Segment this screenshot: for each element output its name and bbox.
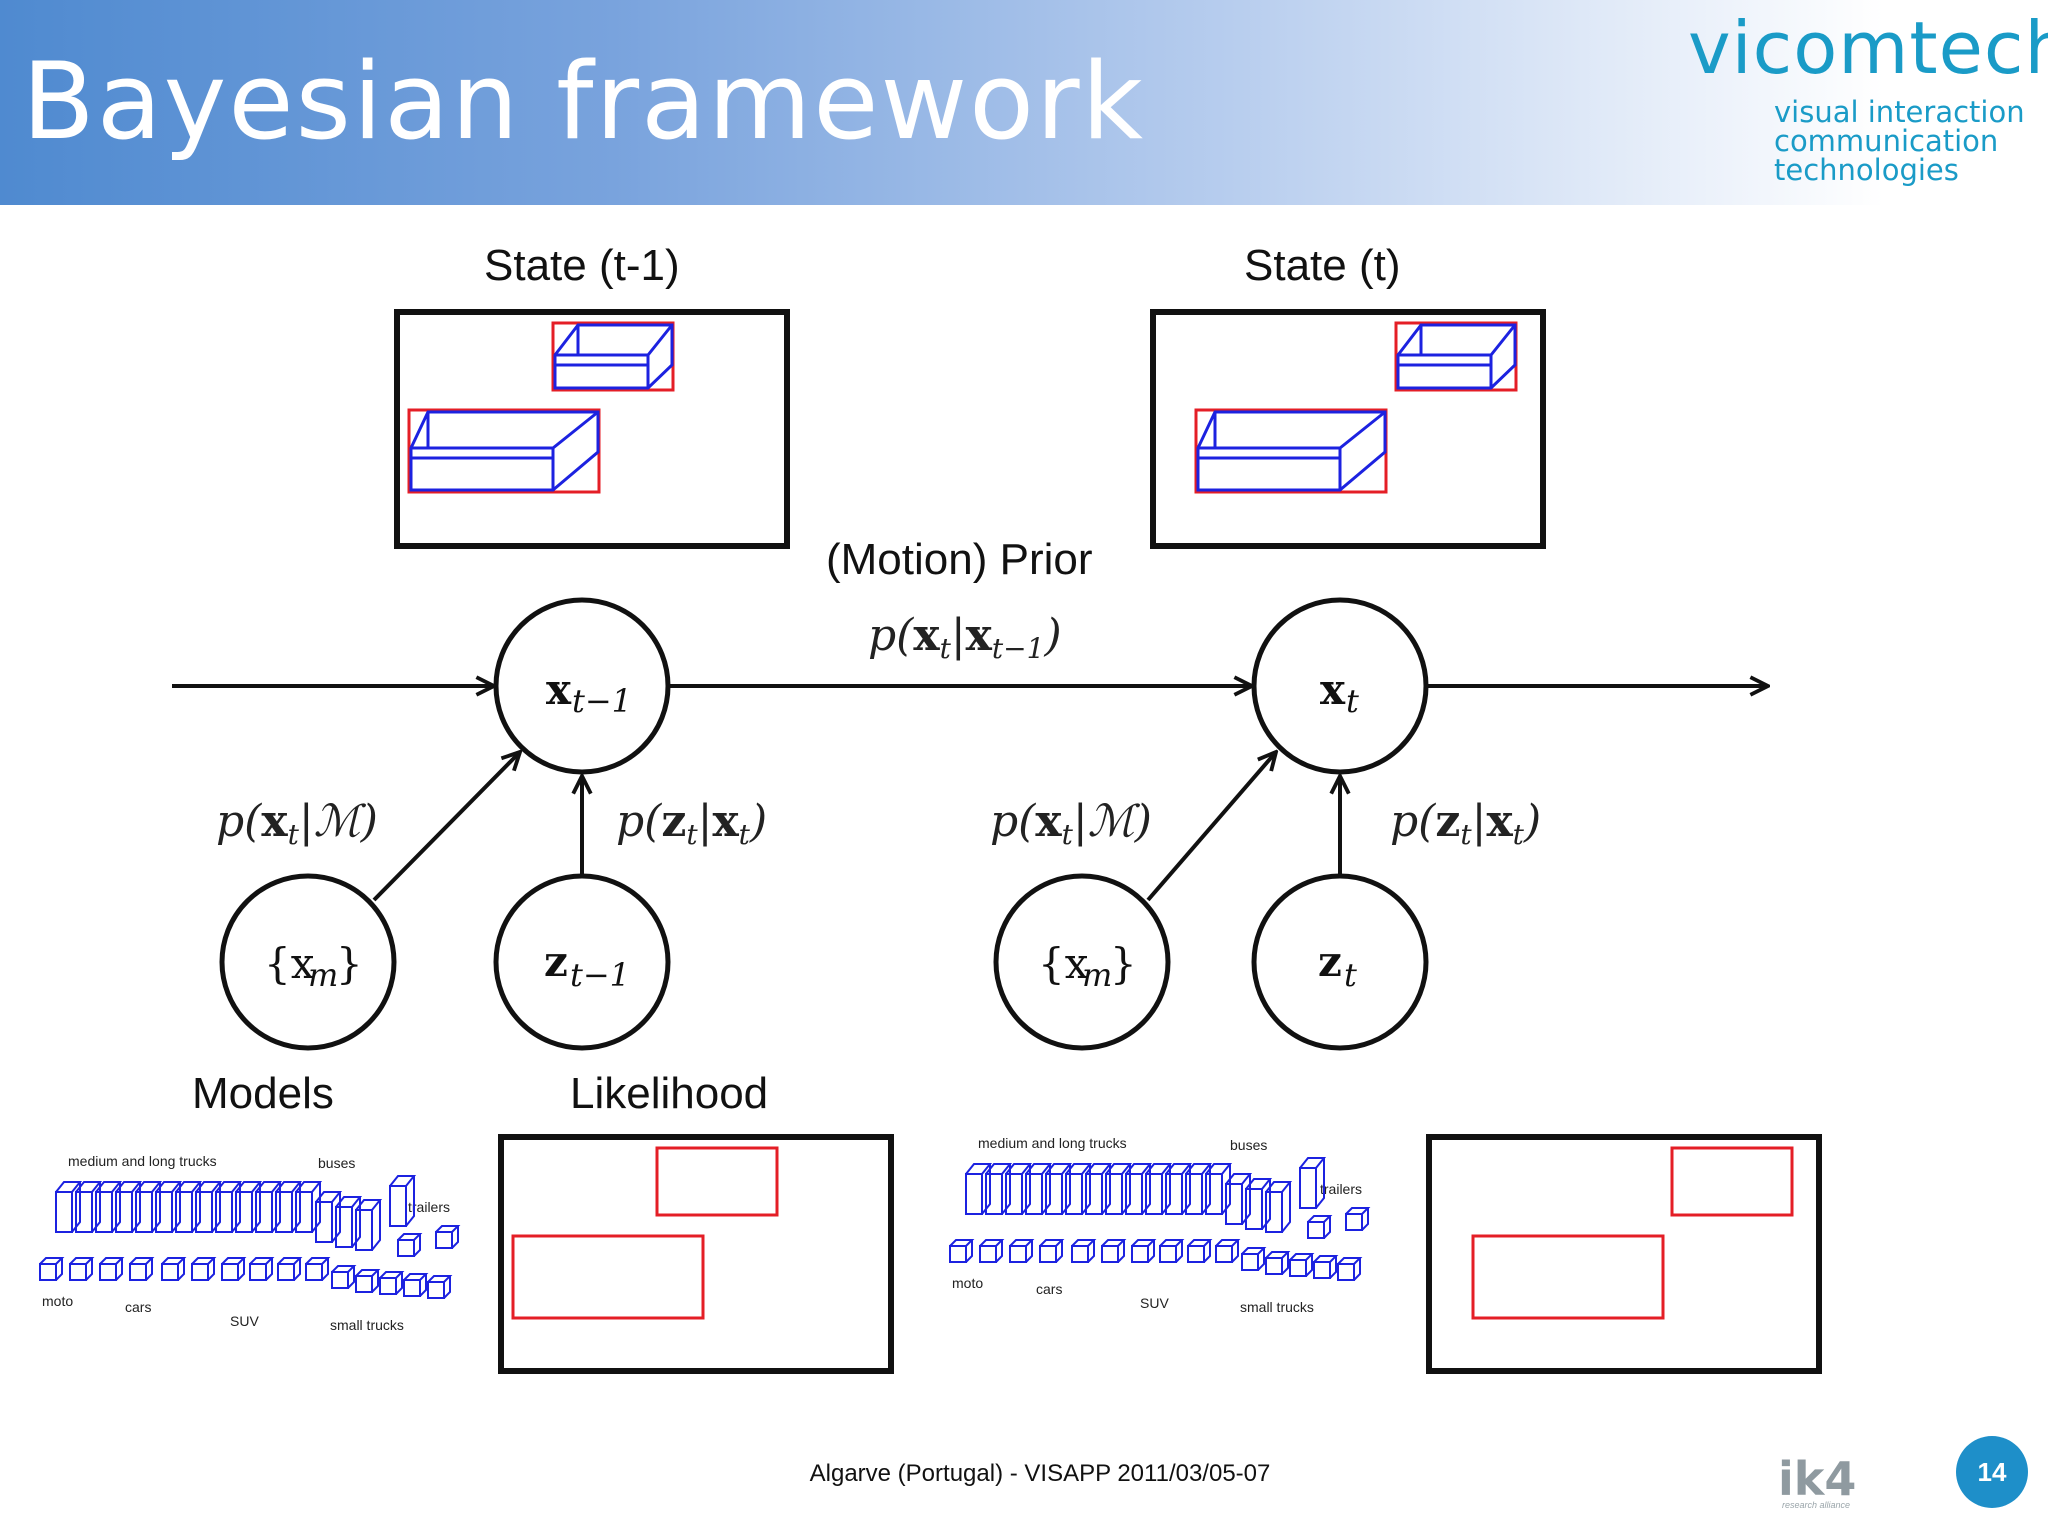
- caption-medium-long-trucks: medium and long trucks: [68, 1153, 217, 1169]
- node-models-prev-sub: m: [308, 956, 338, 994]
- header-band: [0, 0, 2048, 205]
- node-models-curr-text: {x: [1038, 939, 1089, 988]
- node-z-prev-main: z: [544, 937, 568, 986]
- likelihood-equation-prev: p(zt|xt): [616, 796, 767, 851]
- likelihood-equation-curr: p(zt|xt): [1390, 796, 1541, 851]
- state-prev-frame: [394, 309, 790, 549]
- caption-moto: moto: [42, 1293, 73, 1309]
- caption-buses: buses: [1230, 1137, 1267, 1153]
- state-curr-frame: [1150, 309, 1546, 549]
- node-z-curr-main: z: [1318, 937, 1342, 986]
- state-curr-label: State (t): [1244, 241, 1401, 290]
- node-x-curr: x t: [1251, 597, 1429, 775]
- caption-medium-long-trucks: medium and long trucks: [978, 1135, 1127, 1151]
- node-models-prev: {x m }: [219, 873, 397, 1051]
- model-arrow-curr: [1146, 752, 1276, 902]
- node-x-prev-main: x: [546, 665, 572, 714]
- caption-suv: SUV: [1140, 1295, 1169, 1311]
- tagline-line: technologies: [1774, 153, 1959, 187]
- slide-title: Bayesian framework: [22, 40, 1145, 163]
- caption-trailers: trailers: [408, 1199, 450, 1215]
- vicomtech-logo: vicomtech: [1688, 6, 2048, 90]
- likelihood-frame-curr: [1426, 1134, 1822, 1374]
- node-x-curr-main: x: [1320, 665, 1346, 714]
- caption-suv: SUV: [230, 1313, 259, 1329]
- vicomtech-tagline: visual interaction communication technol…: [1774, 98, 2025, 185]
- caption-small-trucks: small trucks: [330, 1317, 404, 1333]
- motion-prior-equation: p(xt|xt−1): [868, 610, 1062, 665]
- caption-buses: buses: [318, 1155, 355, 1171]
- state-prev-label: State (t-1): [484, 241, 680, 290]
- node-x-curr-sub: t: [1346, 682, 1359, 720]
- likelihood-frame-prev: [498, 1134, 894, 1374]
- ik4-logo: ik4: [1778, 1452, 1857, 1506]
- caption-moto: moto: [952, 1275, 983, 1291]
- vehicle-models-right: medium and long trucks buses trailers mo…: [949, 1135, 1369, 1315]
- node-models-curr-close: }: [1110, 939, 1137, 988]
- ik4-tagline: research alliance: [1782, 1500, 1851, 1510]
- caption-cars: cars: [1036, 1281, 1062, 1297]
- node-models-prev-text: {x: [264, 939, 315, 988]
- model-prior-equation-curr: p(xt|ℳ): [990, 796, 1152, 851]
- node-models-curr-sub: m: [1082, 956, 1112, 994]
- node-models-prev-close: }: [336, 939, 363, 988]
- tagline-line: visual interaction: [1774, 95, 2025, 129]
- node-x-prev-sub: t−1: [572, 682, 632, 720]
- prior-label: (Motion) Prior: [826, 535, 1093, 584]
- tagline-line: communication: [1774, 124, 1999, 158]
- node-models-curr: {x m }: [993, 873, 1171, 1051]
- node-z-prev-sub: t−1: [570, 956, 630, 994]
- vehicle-models-left: medium and long trucks buses trailers mo…: [39, 1153, 459, 1333]
- node-x-prev: x t−1: [493, 597, 671, 775]
- caption-small-trucks: small trucks: [1240, 1299, 1314, 1315]
- model-arrow-prev: [372, 752, 520, 902]
- caption-trailers: trailers: [1320, 1181, 1362, 1197]
- models-label: Models: [192, 1069, 334, 1118]
- node-z-prev: z t−1: [493, 873, 671, 1051]
- footer-text: Algarve (Portugal) - VISAPP 2011/03/05-0…: [809, 1460, 1271, 1487]
- caption-cars: cars: [125, 1299, 151, 1315]
- node-z-curr-sub: t: [1344, 956, 1357, 994]
- likelihood-label: Likelihood: [570, 1069, 768, 1118]
- model-prior-equation-prev: p(xt|ℳ): [216, 796, 378, 851]
- node-z-curr: z t: [1251, 873, 1429, 1051]
- page-number-badge: 14: [1956, 1436, 2028, 1508]
